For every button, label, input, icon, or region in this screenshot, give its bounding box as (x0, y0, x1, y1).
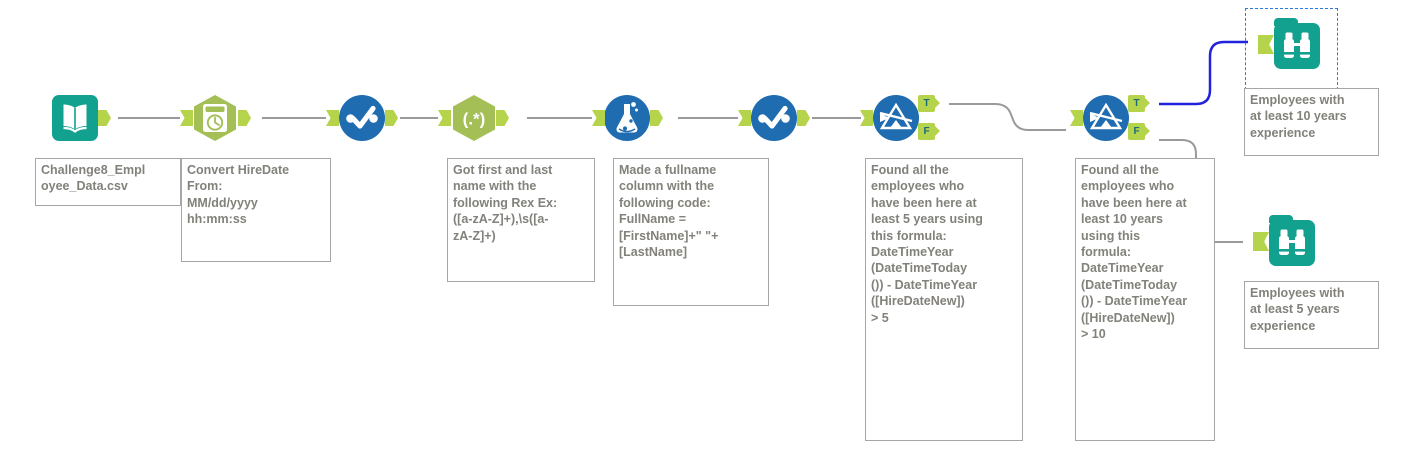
output-anchor[interactable] (238, 110, 251, 126)
wire-filter5-true-to-filter10 (949, 103, 1066, 131)
input-anchor[interactable] (326, 110, 339, 126)
output-anchor[interactable] (797, 110, 810, 126)
node-datetime[interactable] (180, 95, 251, 141)
input-anchor[interactable] (860, 110, 873, 126)
input-anchor[interactable] (1258, 35, 1274, 54)
node-select-2[interactable] (738, 95, 810, 141)
output-anchor[interactable] (385, 110, 398, 126)
binoculars-icon (1269, 215, 1315, 266)
output-anchor[interactable] (98, 110, 111, 126)
output-anchor[interactable] (496, 110, 509, 126)
checkmark-icon (339, 95, 385, 141)
flask-icon (604, 95, 650, 141)
input-anchor[interactable] (180, 110, 193, 126)
note-filter-5yr: Found all the employees who have been he… (865, 158, 1023, 441)
input-anchor[interactable] (1253, 232, 1269, 251)
note-browse-5yr: Employees with at least 5 years experien… (1244, 281, 1379, 349)
note-browse-10yr: Employees with at least 10 years experie… (1244, 88, 1379, 156)
node-browse-5yr[interactable] (1253, 215, 1315, 266)
output-port-false[interactable]: F (1128, 123, 1150, 140)
node-select-1[interactable] (326, 95, 398, 141)
note-formula: Made a fullname column with the followin… (613, 158, 769, 306)
output-anchor[interactable] (650, 110, 663, 126)
output-port-true[interactable]: T (1128, 95, 1150, 112)
note-regex: Got first and last name with the followi… (447, 158, 595, 282)
filter-icon (873, 95, 919, 141)
node-regex[interactable]: (.*) (438, 95, 509, 141)
filter-icon (1083, 95, 1129, 141)
svg-text:(.*): (.*) (463, 110, 486, 129)
node-formula[interactable] (592, 95, 663, 141)
output-port-false[interactable]: F (918, 123, 940, 140)
output-port-true[interactable]: T (918, 95, 940, 112)
node-input-data[interactable] (52, 95, 111, 141)
note-input-data: Challenge8_Empl oyee_Data.csv (35, 158, 181, 206)
note-datetime: Convert HireDate From: MM/dd/yyyy hh:mm:… (181, 158, 331, 262)
input-anchor[interactable] (1070, 110, 1083, 126)
binoculars-icon (1274, 18, 1320, 69)
regex-icon: (.*) (453, 95, 495, 141)
input-anchor[interactable] (592, 110, 605, 126)
wire-filter10-true-to-browse10 (1159, 40, 1248, 106)
node-filter-10yr[interactable]: T F (1070, 95, 1150, 141)
node-browse-10yr[interactable] (1258, 18, 1320, 69)
input-anchor[interactable] (738, 110, 751, 126)
checkmark-icon (751, 95, 797, 141)
book-open-icon (52, 95, 98, 141)
clock-icon (194, 95, 236, 141)
node-filter-5yr[interactable]: T F (860, 95, 940, 141)
input-anchor[interactable] (438, 110, 451, 126)
note-filter-10yr: Found all the employees who have been he… (1075, 158, 1215, 441)
